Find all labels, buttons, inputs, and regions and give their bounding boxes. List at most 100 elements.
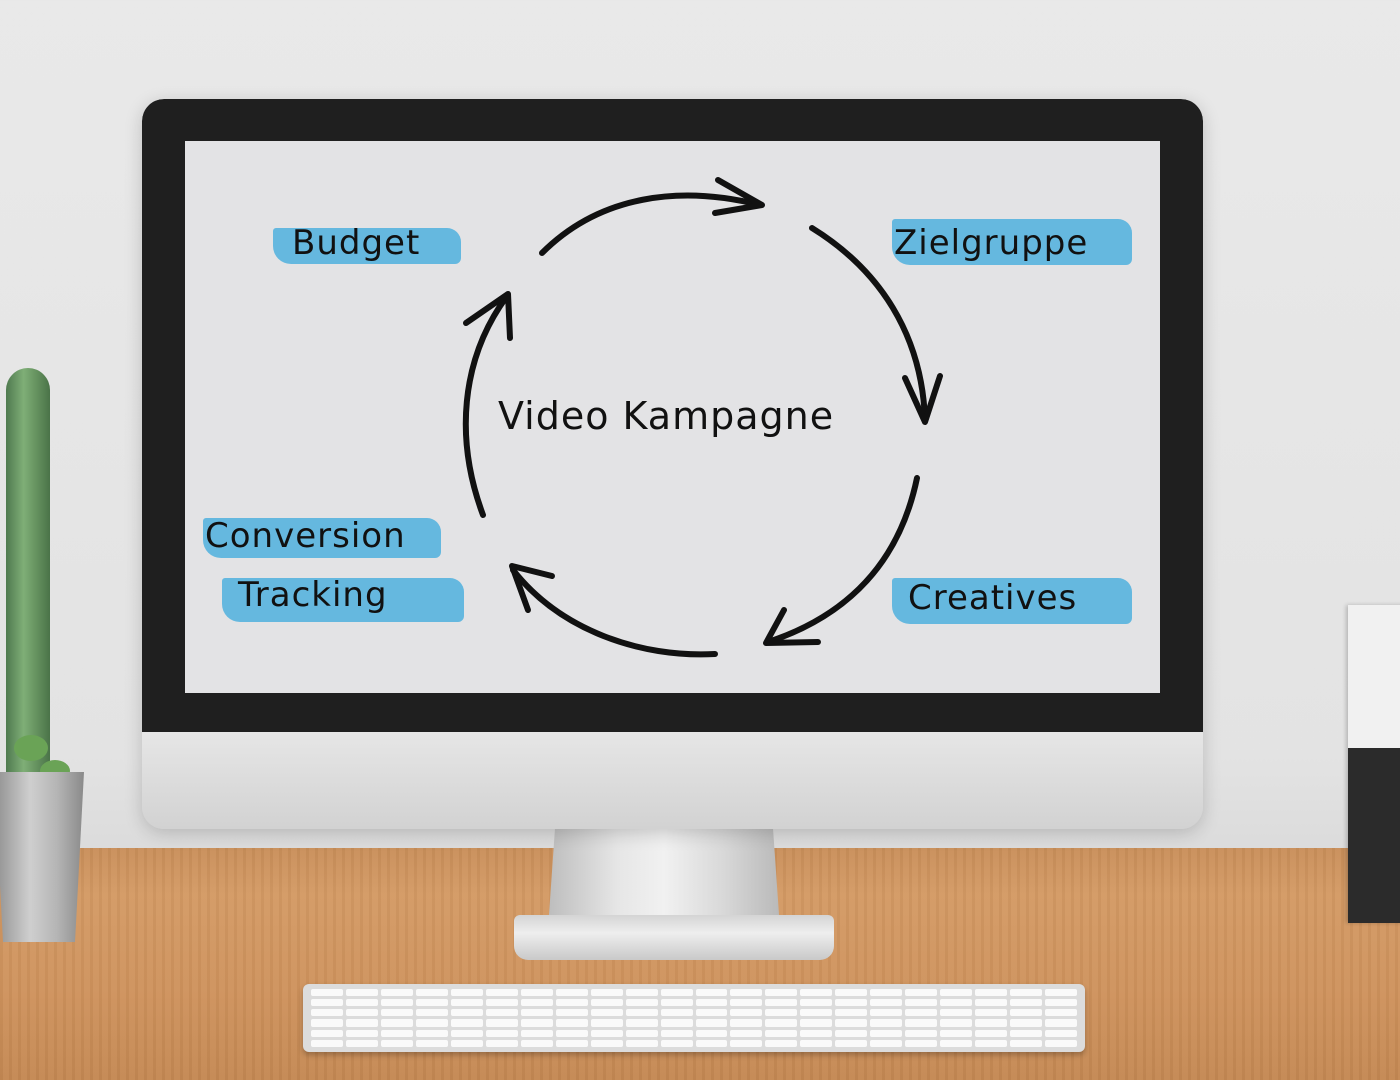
keyboard-key bbox=[765, 1029, 798, 1037]
keyboard-key bbox=[835, 1029, 868, 1037]
keyboard-key bbox=[380, 989, 413, 997]
keyboard-key bbox=[660, 989, 693, 997]
keyboard-key bbox=[730, 989, 763, 997]
highlight-zielgruppe bbox=[892, 219, 1132, 265]
keyboard-key bbox=[450, 1029, 483, 1037]
keyboard-key bbox=[870, 1009, 903, 1017]
keyboard-key bbox=[1045, 989, 1077, 997]
keyboard-key bbox=[1045, 999, 1077, 1007]
keyboard-key bbox=[870, 1029, 903, 1037]
keyboard-key bbox=[1010, 989, 1043, 997]
keyboard-key bbox=[311, 1029, 343, 1037]
keyboard-key bbox=[485, 1009, 518, 1017]
keyboard-key bbox=[345, 989, 378, 997]
monitor-stand-neck bbox=[548, 829, 780, 929]
keyboard-key bbox=[590, 1029, 623, 1037]
keyboard-key bbox=[940, 1029, 973, 1037]
keyboard-key bbox=[940, 1009, 973, 1017]
keyboard-key bbox=[870, 989, 903, 997]
keyboard-key bbox=[975, 1029, 1008, 1037]
keyboard-key bbox=[555, 1039, 588, 1047]
keyboard-key bbox=[415, 999, 448, 1007]
keyboard-key bbox=[520, 1029, 553, 1037]
keyboard-key bbox=[415, 989, 448, 997]
node-label-conversion: Conversion bbox=[205, 516, 406, 556]
keyboard-key bbox=[1045, 1039, 1077, 1047]
keyboard-key bbox=[555, 1019, 588, 1027]
keyboard-key bbox=[590, 1039, 623, 1047]
keyboard-key bbox=[695, 1039, 728, 1047]
keyboard-key bbox=[975, 1019, 1008, 1027]
decor-box bbox=[1348, 605, 1400, 923]
keyboard-key bbox=[380, 1039, 413, 1047]
keyboard-key bbox=[311, 1019, 343, 1027]
keyboard-key bbox=[905, 989, 938, 997]
keyboard-key bbox=[625, 1039, 658, 1047]
keyboard-key bbox=[975, 989, 1008, 997]
keyboard-key bbox=[695, 999, 728, 1007]
keyboard-key bbox=[940, 1019, 973, 1027]
keyboard-key bbox=[625, 999, 658, 1007]
keyboard-key bbox=[695, 1009, 728, 1017]
keyboard-key bbox=[311, 1009, 343, 1017]
keyboard-key bbox=[450, 999, 483, 1007]
keyboard-key bbox=[590, 1009, 623, 1017]
keyboard-key bbox=[485, 1039, 518, 1047]
keyboard-key bbox=[415, 1009, 448, 1017]
keyboard-key bbox=[660, 1019, 693, 1027]
keyboard-key bbox=[1010, 1009, 1043, 1017]
keyboard-key bbox=[870, 1019, 903, 1027]
keyboard-key bbox=[940, 1039, 973, 1047]
keyboard-key bbox=[625, 1009, 658, 1017]
keyboard-key bbox=[765, 1019, 798, 1027]
keyboard-key bbox=[450, 1019, 483, 1027]
keyboard-key bbox=[485, 989, 518, 997]
keyboard-key bbox=[835, 1019, 868, 1027]
keyboard-key bbox=[520, 999, 553, 1007]
keyboard-key bbox=[1010, 999, 1043, 1007]
keyboard-key bbox=[975, 999, 1008, 1007]
center-title: Video Kampagne bbox=[498, 394, 835, 438]
keyboard-key bbox=[695, 1029, 728, 1037]
keyboard-key bbox=[380, 1029, 413, 1037]
node-label-creatives: Creatives bbox=[908, 578, 1078, 618]
plant-pot bbox=[0, 772, 84, 942]
keyboard-key bbox=[905, 1029, 938, 1037]
keyboard-key bbox=[975, 1009, 1008, 1017]
keyboard-key bbox=[695, 1019, 728, 1027]
plant-leaf bbox=[14, 735, 48, 761]
keyboard-key bbox=[520, 989, 553, 997]
keyboard-key bbox=[555, 1009, 588, 1017]
keyboard-key bbox=[590, 1019, 623, 1027]
keyboard-key bbox=[345, 1009, 378, 1017]
keyboard-key bbox=[380, 1019, 413, 1027]
keyboard-key bbox=[625, 1029, 658, 1037]
keyboard-key bbox=[345, 1029, 378, 1037]
keyboard-key bbox=[800, 1039, 833, 1047]
keyboard-key bbox=[765, 1039, 798, 1047]
keyboard-key bbox=[870, 1039, 903, 1047]
keyboard-key bbox=[695, 989, 728, 997]
keyboard-key bbox=[975, 1039, 1008, 1047]
keyboard-key bbox=[1010, 1029, 1043, 1037]
node-label-zielgruppe: Zielgruppe bbox=[894, 223, 1089, 263]
keyboard-key bbox=[1045, 1029, 1077, 1037]
keyboard-key bbox=[415, 1039, 448, 1047]
keyboard-key bbox=[485, 1019, 518, 1027]
keyboard-key bbox=[555, 999, 588, 1007]
keyboard-key bbox=[1045, 1019, 1077, 1027]
keyboard-key bbox=[765, 989, 798, 997]
keyboard-key bbox=[660, 999, 693, 1007]
keyboard-key bbox=[1010, 1019, 1043, 1027]
monitor bbox=[142, 99, 1203, 829]
keyboard-key bbox=[730, 1019, 763, 1027]
keyboard-key bbox=[870, 999, 903, 1007]
keyboard-key bbox=[555, 989, 588, 997]
keyboard-key bbox=[450, 1039, 483, 1047]
keyboard-key bbox=[590, 989, 623, 997]
highlight-creatives bbox=[892, 578, 1132, 624]
keyboard-key bbox=[835, 1009, 868, 1017]
keyboard-key bbox=[625, 1019, 658, 1027]
keyboard-key bbox=[940, 989, 973, 997]
keyboard-key bbox=[940, 999, 973, 1007]
